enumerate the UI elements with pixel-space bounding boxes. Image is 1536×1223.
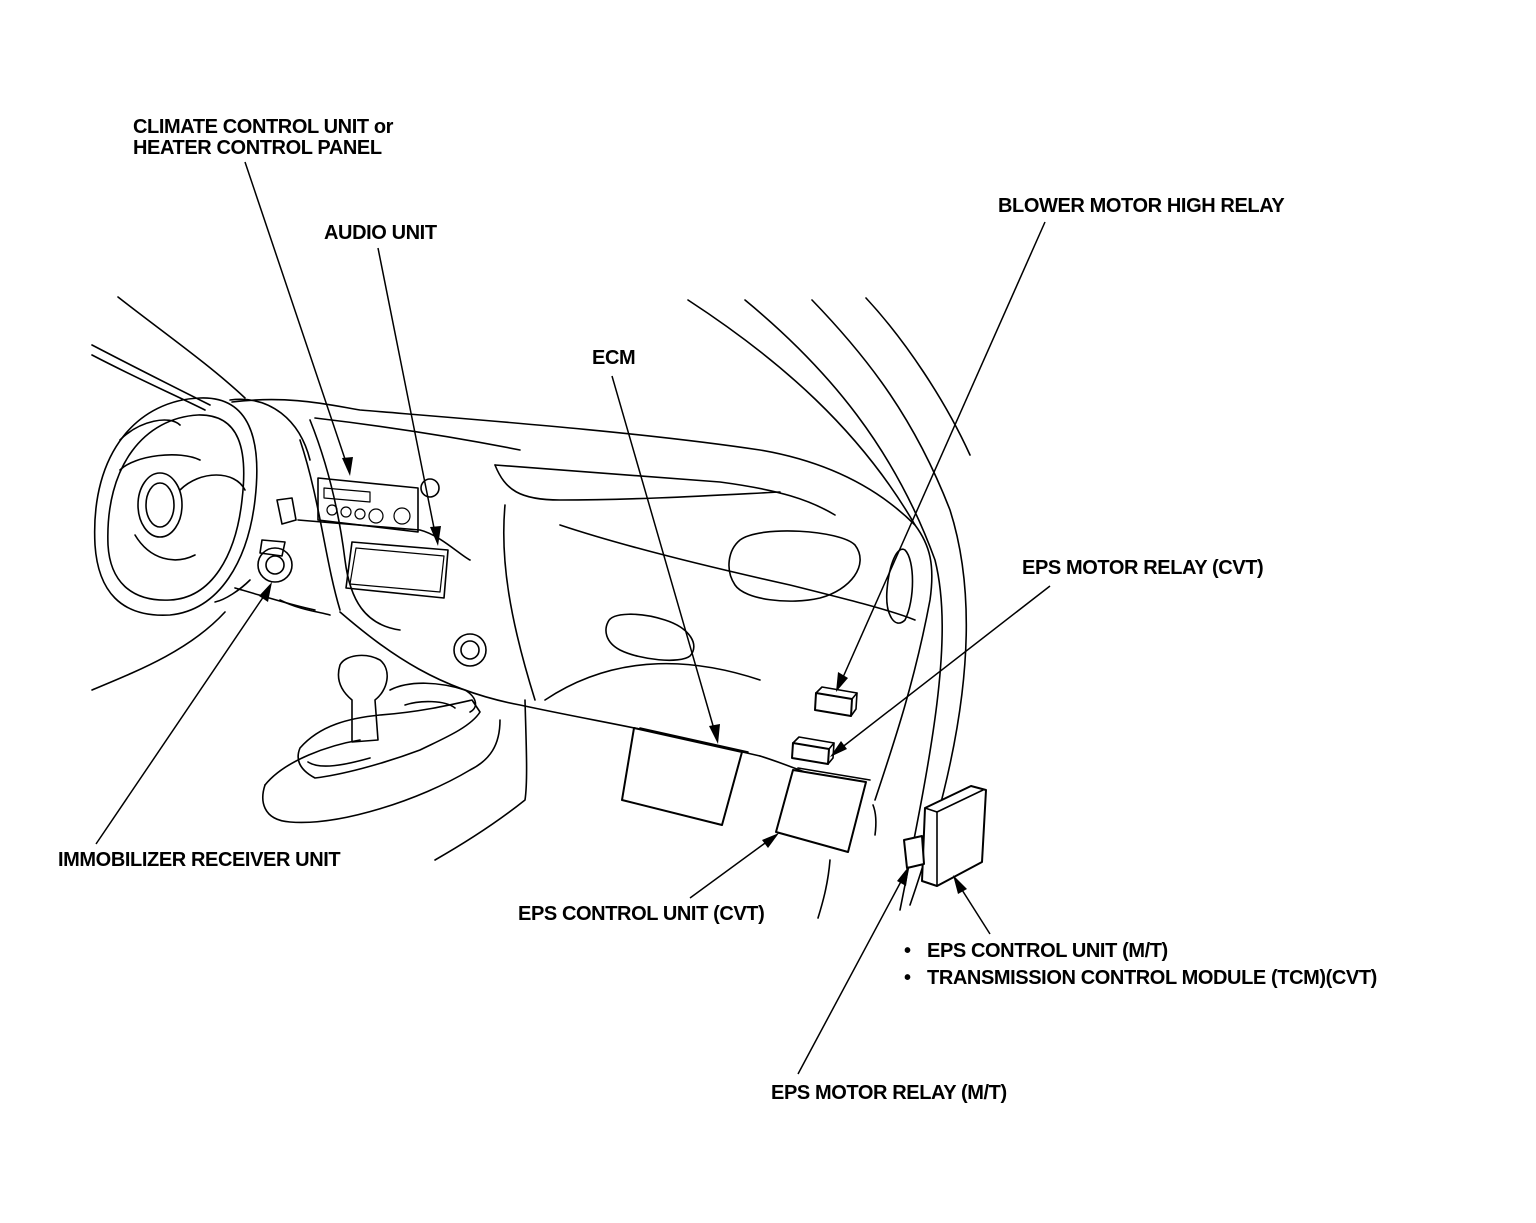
label-transmission-control-module: TRANSMISSION CONTROL MODULE (TCM)(CVT) (927, 967, 1377, 989)
label-eps-motor-relay-cvt: EPS MOTOR RELAY (CVT) (1022, 557, 1264, 579)
eps-control-unit-cvt-box (775, 767, 871, 853)
label-immobilizer-receiver-unit: IMMOBILIZER RECEIVER UNIT (58, 849, 341, 871)
label-eps-control-unit-mt: EPS CONTROL UNIT (M/T) (927, 940, 1168, 962)
blower-relay-box (814, 686, 858, 717)
bullet: • (904, 940, 911, 962)
dashboard-body (231, 398, 933, 801)
steering-wheel (91, 397, 311, 691)
label-heater-control-panel: HEATER CONTROL PANEL (133, 137, 382, 159)
leader-lines (95, 161, 1051, 1075)
bullet: • (904, 967, 911, 989)
label-climate-control-unit: CLIMATE CONTROL UNIT or (133, 116, 394, 138)
eps-relay-cvt-box (791, 736, 835, 765)
label-eps-control-unit-cvt: EPS CONTROL UNIT (CVT) (518, 903, 765, 925)
ecm-box (621, 727, 749, 826)
label-eps-motor-relay-mt: EPS MOTOR RELAY (M/T) (771, 1082, 1007, 1104)
label-audio-unit: AUDIO UNIT (324, 222, 437, 244)
label-ecm: ECM (592, 347, 636, 369)
center-console (262, 654, 528, 861)
left-pillar-lines (91, 296, 246, 411)
label-blower-motor-high-relay: BLOWER MOTOR HIGH RELAY (998, 195, 1285, 217)
eps-control-unit-mt-box (903, 785, 987, 887)
right-pillar-lines (687, 297, 971, 911)
